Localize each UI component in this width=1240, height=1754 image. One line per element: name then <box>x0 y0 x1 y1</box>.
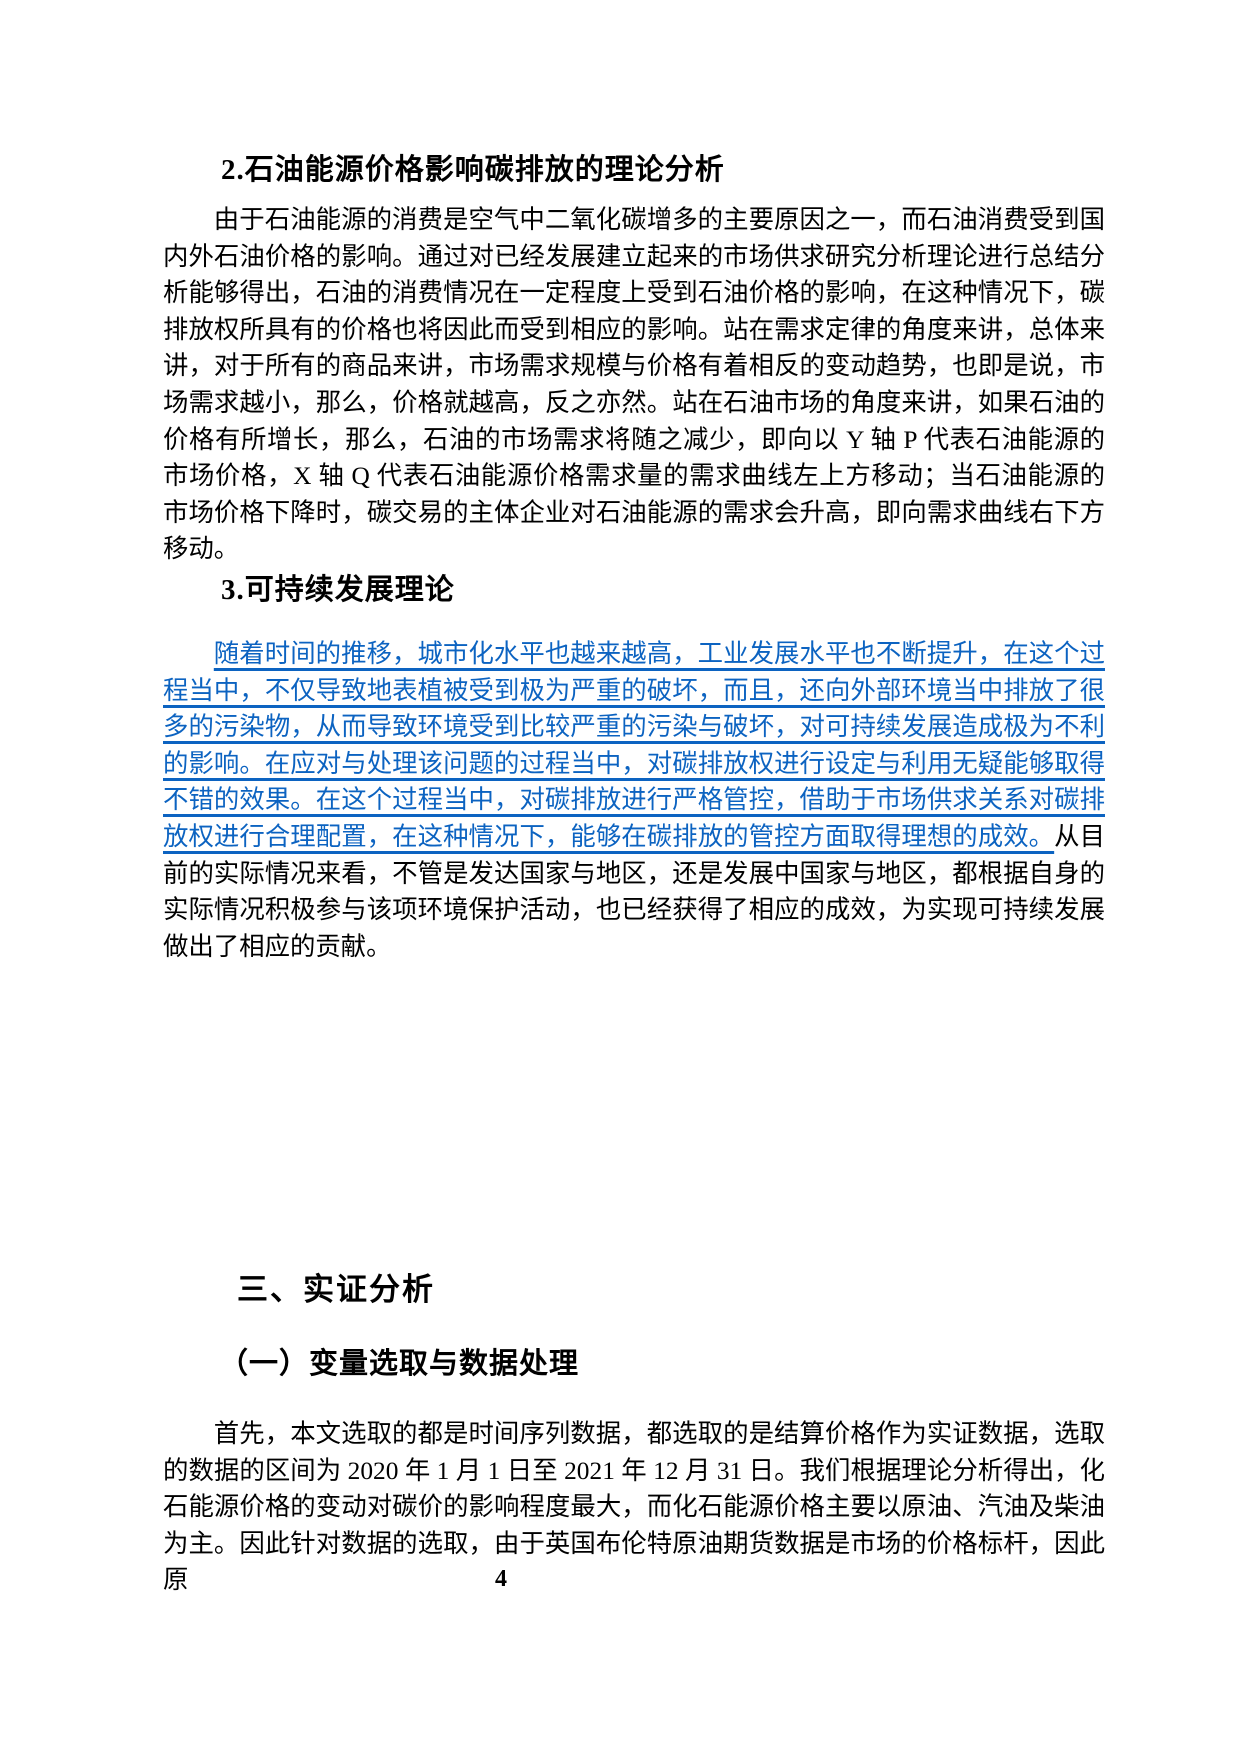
page-number: 4 <box>495 1566 507 1592</box>
section-heading-sustainable-development: 3.可持续发展理论 <box>221 574 455 606</box>
paragraph-data-selection: 首先，本文选取的都是时间序列数据，都选取的是结算价格作为实证数据，选取的数据的区… <box>163 1420 1105 1595</box>
plain-continuation-text: 从目前的实际情况来看，不管是发达国家与地区，还是发展中国家与地区，都根据自身的实… <box>163 822 1106 961</box>
chapter-heading-empirical-analysis: 三、实证分析 <box>237 1272 435 1307</box>
subsection-heading-variable-selection: （一）变量选取与数据处理 <box>219 1348 580 1380</box>
section-heading-oil-price-theory: 2.石油能源价格影响碳排放的理论分析 <box>221 154 725 186</box>
paragraph-sustainable-development: 随着时间的推移，城市化水平也越来越高，工业发展水平也不断提升，在这个过程当中，不… <box>163 636 1105 965</box>
underlined-blue-text: 随着时间的推移，城市化水平也越来越高，工业发展水平也不断提升，在这个过程当中，不… <box>163 640 1105 851</box>
paragraph-oil-price-analysis: 由于石油能源的消费是空气中二氧化碳增多的主要原因之一，而石油消费受到国内外石油价… <box>163 206 1105 564</box>
text-column: 2.石油能源价格影响碳排放的理论分析 由于石油能源的消费是空气中二氧化碳增多的主… <box>163 0 1105 1754</box>
